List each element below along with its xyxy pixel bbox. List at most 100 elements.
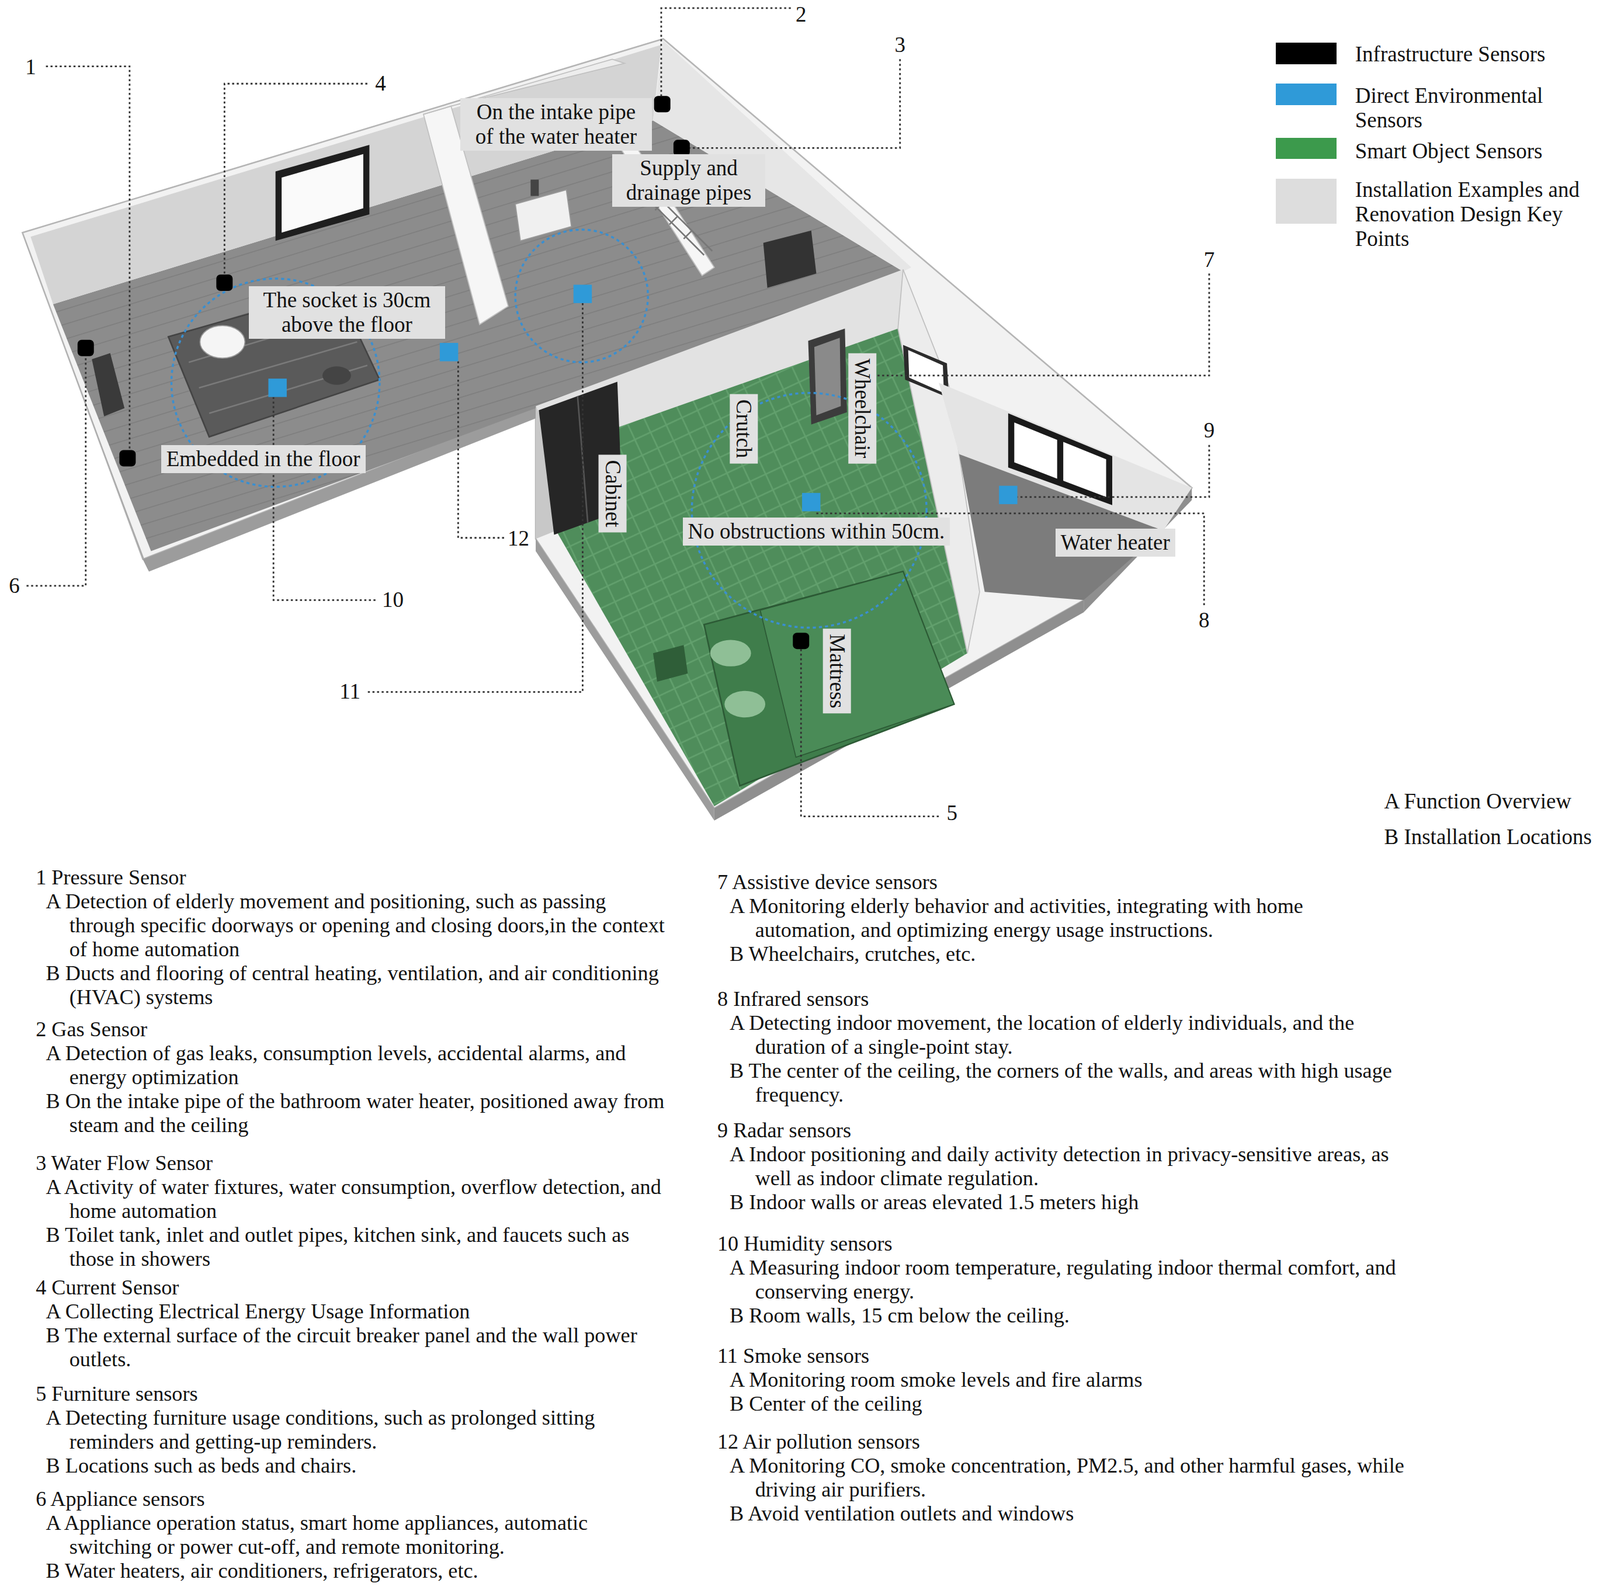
faucet: [530, 179, 539, 196]
annotation-text: Water heater: [1060, 530, 1171, 555]
door: [807, 328, 847, 425]
sensor-entry: 7 Assistive device sensorsA Monitoring e…: [717, 870, 1408, 967]
sensor-entry: 2 Gas SensorA Detection of gas leaks, co…: [35, 1017, 667, 1138]
sensor-entry: 12 Air pollution sensorsA Monitoring CO,…: [717, 1430, 1408, 1526]
sensor-description: A Detecting indoor movement, the locatio…: [717, 1011, 1408, 1060]
sensor-description: B Ducts and flooring of central heating,…: [35, 961, 667, 1010]
leader-line: [872, 273, 1210, 376]
coverage-circle: [691, 393, 927, 628]
sensor-description: B Wheelchairs, crutches, etc.: [717, 942, 1408, 967]
sensor-description: A Appliance operation status, smart home…: [35, 1511, 667, 1560]
environmental-sensor: [802, 493, 821, 512]
callout-number: 2: [795, 2, 807, 27]
sensor-description: A Activity of water fixtures, water cons…: [35, 1175, 667, 1224]
annotation-box: Cabinet: [598, 455, 627, 533]
leader-line: [1017, 445, 1210, 498]
sensor-description: A Monitoring CO, smoke concentration, PM…: [717, 1453, 1408, 1502]
sensor-entry: 3 Water Flow SensorA Activity of water f…: [35, 1151, 667, 1272]
leader-line: [800, 648, 941, 817]
sensor-heading: 1 Pressure Sensor: [35, 865, 667, 890]
key-note: B Installation Locations: [1383, 818, 1592, 855]
leader-line: [224, 83, 368, 275]
infrastructure-sensor: [77, 339, 95, 357]
side-table: [322, 366, 352, 385]
sensor-description: A Detection of elderly movement and posi…: [35, 889, 667, 962]
annotation-text: No obstructions within 50cm.: [688, 519, 946, 544]
sensor-description: A Detection of gas leaks, consumption le…: [35, 1041, 667, 1090]
sensor-entry: 9 Radar sensorsA Indoor positioning and …: [717, 1118, 1408, 1215]
sensor-heading: 6 Appliance sensors: [35, 1487, 667, 1512]
tv-frame: [275, 144, 370, 241]
pillow: [724, 691, 766, 718]
leader-line: [46, 66, 130, 451]
sensor-description: B Locations such as beds and chairs.: [35, 1453, 667, 1478]
sensor-heading: 11 Smoke sensors: [717, 1344, 1408, 1369]
legend-text: Direct Environmental Sensors: [1355, 83, 1589, 133]
legend-swatch: [1275, 137, 1338, 160]
legend-swatch: [1275, 42, 1338, 65]
annotation-text: Mattress: [824, 634, 849, 709]
annotation-box: Supply and drainage pipes: [612, 154, 766, 207]
sensor-description: B Toilet tank, inlet and outlet pipes, k…: [35, 1223, 667, 1272]
callout-number: 11: [339, 679, 361, 704]
sensor-entry: 1 Pressure SensorA Detection of elderly …: [35, 865, 667, 1010]
sensor-heading: 9 Radar sensors: [717, 1118, 1408, 1143]
sensor-heading: 4 Current Sensor: [35, 1275, 667, 1300]
sensor-entry: 6 Appliance sensorsA Appliance operation…: [35, 1487, 667, 1584]
environmental-sensor: [268, 378, 287, 397]
leader-line: [365, 303, 583, 693]
annotation-box: The socket is 30cm above the floor: [248, 286, 445, 339]
annotation-box: Embedded in the floor: [161, 445, 366, 474]
sink-counter: [515, 189, 572, 241]
bookshelf: [763, 230, 817, 288]
callout-number: 8: [1198, 608, 1210, 633]
chair: [199, 325, 245, 359]
sensor-heading: 2 Gas Sensor: [35, 1017, 667, 1042]
legend-text: Installation Examples and Renovation Des…: [1355, 177, 1589, 252]
sensor-description: B The center of the ceiling, the corners…: [717, 1059, 1408, 1107]
wall-top: [22, 38, 1192, 808]
infrastructure-sensor: [792, 632, 810, 649]
towel-rack: [653, 199, 713, 255]
sensor-description: B Center of the ceiling: [717, 1392, 1408, 1416]
coverage-circle: [515, 229, 648, 363]
legend-swatch: [1275, 83, 1338, 106]
sensor-heading: 7 Assistive device sensors: [717, 870, 1408, 895]
sensor-description: A Monitoring room smoke levels and fire …: [717, 1368, 1408, 1393]
annotation-text: Supply and drainage pipes: [617, 155, 760, 206]
callout-number: 12: [507, 526, 530, 551]
leader-line: [689, 58, 901, 148]
key-note: A Function Overview: [1383, 783, 1592, 819]
callout-number: 4: [375, 71, 387, 96]
annotation-text: Cabinet: [599, 460, 625, 528]
callout-number: 7: [1203, 247, 1216, 273]
sensor-description: A Measuring indoor room temperature, reg…: [717, 1255, 1408, 1304]
callout-number: 3: [894, 32, 906, 58]
sensor-description: B Water heaters, air conditioners, refri…: [35, 1559, 667, 1584]
sensor-entry: 10 Humidity sensorsA Measuring indoor ro…: [717, 1231, 1408, 1328]
callout-number: 10: [382, 587, 404, 613]
environmental-sensor: [439, 342, 458, 362]
callout-number: 9: [1203, 418, 1216, 443]
callout-number: 5: [946, 800, 959, 826]
annotation-text: On the intake pipe of the water heater: [465, 99, 647, 149]
sensor-description: B Room walls, 15 cm below the ceiling.: [717, 1303, 1408, 1328]
sensor-entry: 4 Current SensorA Collecting Electrical …: [35, 1275, 667, 1372]
sensor-description: B Avoid ventilation outlets and windows: [717, 1501, 1408, 1526]
legend-text: Smart Object Sensors: [1355, 139, 1589, 164]
environmental-sensor: [573, 284, 592, 303]
window-glass: [908, 349, 944, 393]
annotation-text: Embedded in the floor: [166, 446, 361, 472]
sensor-description: B The external surface of the circuit br…: [35, 1323, 667, 1372]
leader-line: [26, 356, 86, 586]
window-glass: [1014, 422, 1057, 479]
sensor-heading: 3 Water Flow Sensor: [35, 1151, 667, 1176]
annotation-text: The socket is 30cm above the floor: [254, 287, 440, 338]
infrastructure-sensor: [216, 274, 233, 291]
annotation-box: Wheelchair: [848, 352, 877, 464]
leader-line: [457, 361, 505, 538]
sensor-heading: 12 Air pollution sensors: [717, 1430, 1408, 1454]
legend-swatch: [1275, 178, 1338, 224]
